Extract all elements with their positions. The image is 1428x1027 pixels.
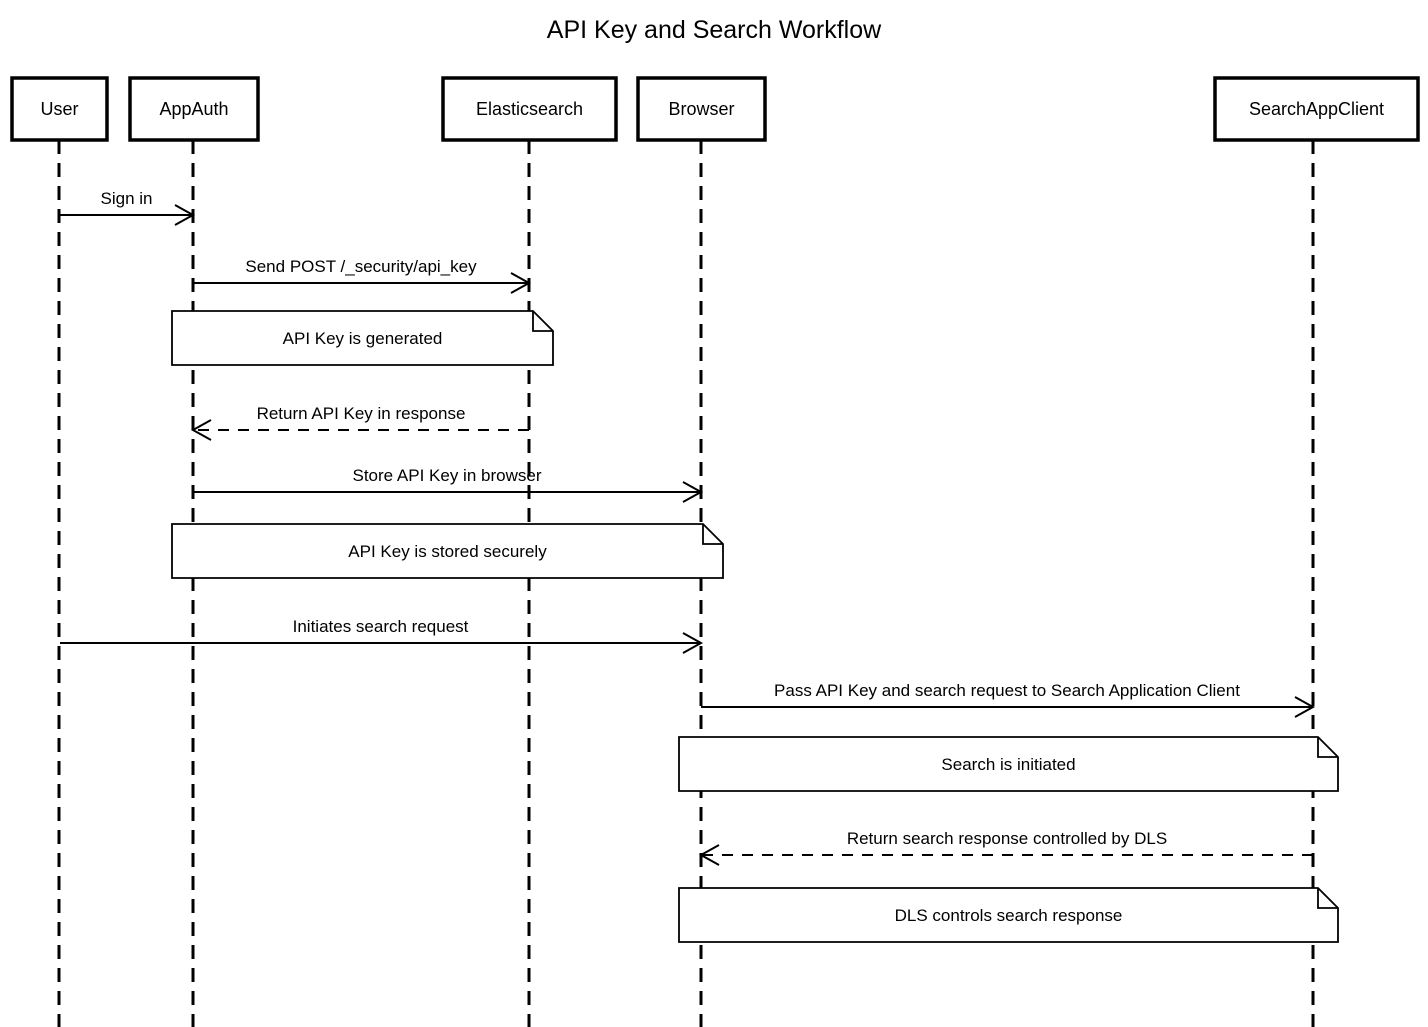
participant-label-user: User: [40, 99, 78, 119]
arrow-head-m6: [1294, 696, 1316, 718]
arrow-head-m2: [510, 272, 532, 294]
note-shape-n3: [678, 736, 1339, 792]
note-label-n3: Search is initiated: [941, 755, 1075, 774]
message-label-m5: Initiates search request: [293, 617, 469, 636]
message-m5[interactable]: Initiates search request: [60, 617, 704, 654]
participant-box-browser: [636, 76, 767, 142]
note-shape-n1: [171, 310, 554, 366]
message-m6[interactable]: Pass API Key and search request to Searc…: [701, 681, 1316, 718]
arrow-head-m7: [698, 844, 720, 866]
message-m4[interactable]: Store API Key in browser: [193, 466, 704, 503]
message-m7[interactable]: Return search response controlled by DLS: [698, 829, 1313, 866]
note-fold-corner-n2: [702, 524, 723, 545]
message-label-m7: Return search response controlled by DLS: [847, 829, 1167, 848]
message-label-m2: Send POST /_security/api_key: [245, 257, 477, 276]
participant-box-sac: [1213, 76, 1420, 142]
note-shape-n2: [171, 523, 724, 579]
participants-layer: User AppAuth Elasticsearch Browser SearchApp…: [10, 76, 1420, 142]
participant-user[interactable]: User: [10, 76, 109, 142]
participant-label-sac: SearchAppClient: [1249, 99, 1384, 119]
note-label-n2: API Key is stored securely: [348, 542, 547, 561]
participant-box-user: [10, 76, 109, 142]
note-n4: DLS controls search response: [678, 887, 1339, 943]
message-label-m1: Sign in: [101, 189, 153, 208]
note-shape-n4: [678, 887, 1339, 943]
note-fold-corner-n1: [532, 311, 553, 332]
note-label-n4: DLS controls search response: [895, 906, 1123, 925]
participant-label-browser: Browser: [668, 99, 734, 119]
participant-label-es: Elasticsearch: [476, 99, 583, 119]
note-n1: API Key is generated: [171, 310, 554, 366]
participant-es[interactable]: Elasticsearch: [441, 76, 618, 142]
message-label-m4: Store API Key in browser: [353, 466, 542, 485]
note-fold-corner-n3: [1317, 737, 1338, 758]
message-m1[interactable]: Sign in: [60, 189, 196, 226]
participant-label-appauth: AppAuth: [159, 99, 228, 119]
arrow-head-m3: [190, 419, 212, 441]
participant-box-es: [441, 76, 618, 142]
participant-browser[interactable]: Browser: [636, 76, 767, 142]
lifelines-layer: [57, 140, 1315, 1027]
message-label-m3: Return API Key in response: [257, 404, 466, 423]
arrow-head-m1: [174, 204, 196, 226]
participant-appauth[interactable]: AppAuth: [128, 76, 260, 142]
participant-box-appauth: [128, 76, 260, 142]
diagram-title: API Key and Search Workflow: [547, 16, 882, 44]
messages-layer: Sign in Send POST /_security/api_keyRetur…: [60, 189, 1316, 866]
note-label-n1: API Key is generated: [283, 329, 443, 348]
note-fold-corner-n4: [1317, 888, 1338, 909]
message-label-m6: Pass API Key and search request to Searc…: [774, 681, 1240, 700]
note-n2: API Key is stored securely: [171, 523, 724, 579]
message-m3[interactable]: Return API Key in response: [190, 404, 529, 441]
arrow-head-m4: [682, 481, 704, 503]
note-n3: Search is initiated: [678, 736, 1339, 792]
arrow-head-m5: [682, 632, 704, 654]
message-m2[interactable]: Send POST /_security/api_key: [193, 257, 532, 294]
participant-sac[interactable]: SearchAppClient: [1213, 76, 1420, 142]
